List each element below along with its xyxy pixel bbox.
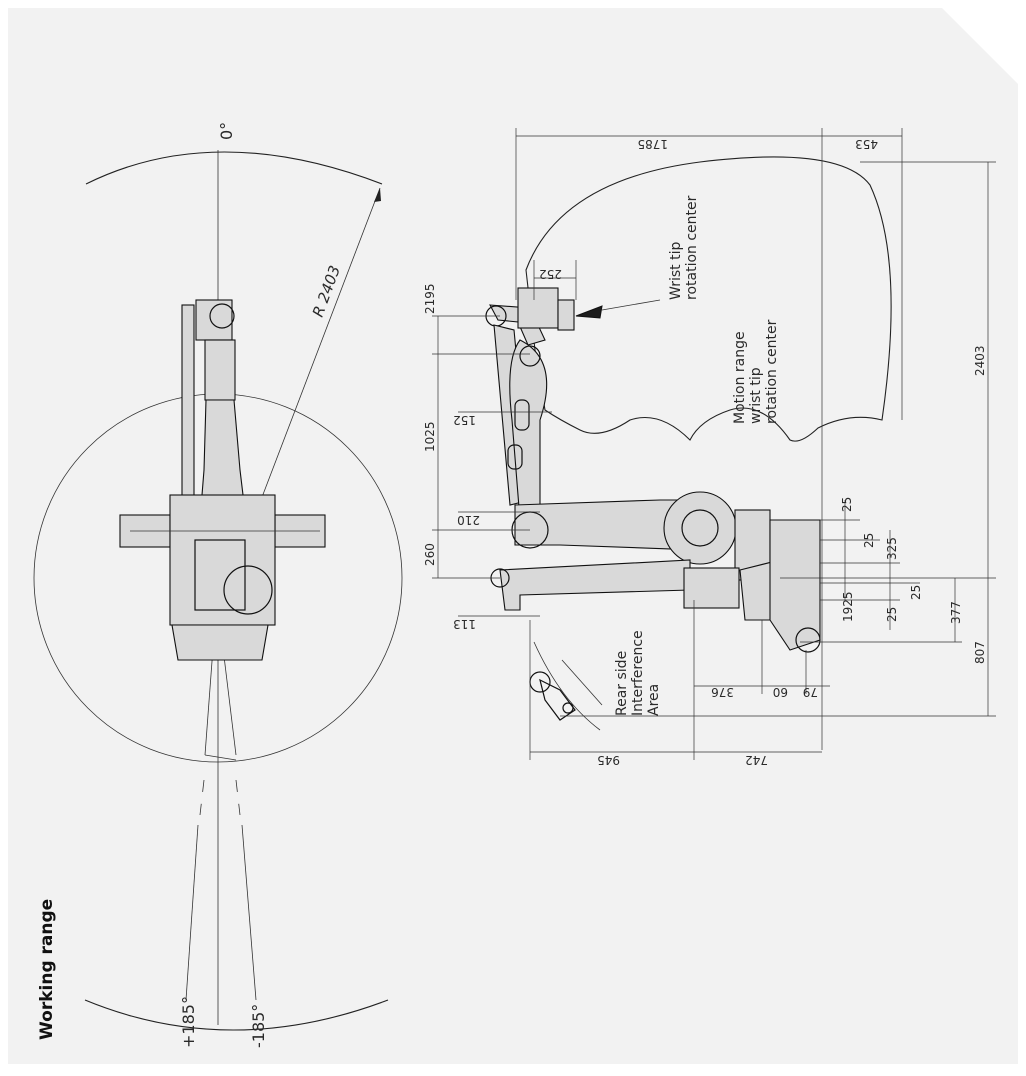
top-view: 0° R 2403 +185° -185° xyxy=(33,122,403,1048)
dim-label-25a: 25 xyxy=(840,497,854,512)
rear-side-label-2: Interference xyxy=(630,630,646,716)
dim-label-1025: 1025 xyxy=(423,421,437,452)
dim-label-1785: 1785 xyxy=(637,137,668,151)
top-base-plate xyxy=(171,624,269,661)
range-arc-top xyxy=(85,151,383,185)
dim-label-210: 210 xyxy=(457,513,480,527)
side-arm-slot-2 xyxy=(507,444,523,470)
top-arm-left xyxy=(181,304,195,516)
motion-range-label-2: wrist tip xyxy=(748,367,764,424)
rear-pin xyxy=(562,702,574,714)
angle-zero-label: 0° xyxy=(217,122,236,140)
dim-label-2403: 2403 xyxy=(973,345,987,376)
rear-side-label-1: Rear side xyxy=(614,651,630,716)
dim-label-260: 260 xyxy=(423,543,437,566)
dim-label-252: 252 xyxy=(539,267,562,281)
side-body-gear xyxy=(663,491,737,565)
side-base xyxy=(769,519,821,651)
page-title: Working range xyxy=(37,899,57,1040)
dim-label-945: 945 xyxy=(597,753,620,767)
limit-line-minus xyxy=(241,824,257,1001)
dim-label-2195: 2195 xyxy=(423,283,437,314)
dim-label-25c: 25 xyxy=(909,585,923,600)
dim-label-742: 742 xyxy=(745,753,768,767)
wrist-tip-leader xyxy=(601,299,661,311)
limit-dash-minus xyxy=(235,779,241,816)
side-motor xyxy=(683,567,740,609)
side-base-foot xyxy=(795,627,821,653)
range-arc-bottom xyxy=(84,999,389,1031)
limit-line-plus xyxy=(185,824,199,1001)
side-wrist-flange xyxy=(557,299,575,331)
dimension-labels: 1785 453 2403 2195 252 1025 152 210 260 … xyxy=(423,137,987,767)
radius-arrow xyxy=(374,188,381,202)
top-body-detail xyxy=(194,539,246,611)
top-base-joint xyxy=(223,565,273,615)
dim-label-79: 79 xyxy=(803,685,818,699)
side-body-hub xyxy=(681,509,719,547)
dim-label-1925: 1925 xyxy=(841,591,855,622)
limit-line-plus-upper xyxy=(204,647,214,756)
motion-range-label-3: rotation center xyxy=(764,319,780,424)
dim-label-807: 807 xyxy=(973,641,987,664)
limit-line-minus-upper xyxy=(222,647,237,756)
side-lower-link xyxy=(499,559,691,611)
top-wrist-joint xyxy=(209,303,235,329)
dim-label-453: 453 xyxy=(855,137,878,151)
dim-label-25d: 25 xyxy=(885,607,899,622)
wrist-tip-label-1: Wrist tip xyxy=(668,242,684,300)
dimension-lines xyxy=(432,128,996,760)
rear-interference-curve xyxy=(533,641,601,731)
dim-label-325: 325 xyxy=(885,537,899,560)
side-view: 1785 453 2403 2195 252 1025 152 210 260 … xyxy=(423,128,996,767)
dim-label-60: 60 xyxy=(773,685,788,699)
rear-side-label-3: Area xyxy=(646,684,662,716)
motion-range-label-1: Motion range xyxy=(732,331,748,424)
dim-label-113: 113 xyxy=(453,617,476,631)
wrist-tip-arrow xyxy=(575,305,603,319)
side-elbow-joint xyxy=(519,345,541,367)
top-forearm-head xyxy=(204,339,236,401)
limit-arc-small xyxy=(204,754,237,761)
robot-top-view xyxy=(119,299,326,661)
annotation-labels: Wrist tip rotation center Motion range w… xyxy=(614,195,780,716)
robot-side-view xyxy=(485,287,821,721)
angle-plus-label: +185° xyxy=(179,996,198,1048)
wrist-tip-label-2: rotation center xyxy=(684,195,700,300)
rear-link xyxy=(539,678,576,721)
side-wrist-body xyxy=(517,287,559,329)
limit-dash-plus xyxy=(199,779,205,816)
side-arm-slot-1 xyxy=(514,399,530,431)
rear-interference-line xyxy=(561,659,603,706)
top-wrist xyxy=(195,299,233,341)
motion-range-envelope xyxy=(525,156,892,442)
top-body xyxy=(169,494,276,626)
angle-minus-label: -185° xyxy=(249,1004,268,1048)
dim-label-376: 376 xyxy=(711,685,734,699)
dim-label-377: 377 xyxy=(949,601,963,624)
dim-label-25b: 25 xyxy=(862,533,876,548)
dim-label-152: 152 xyxy=(453,413,476,427)
